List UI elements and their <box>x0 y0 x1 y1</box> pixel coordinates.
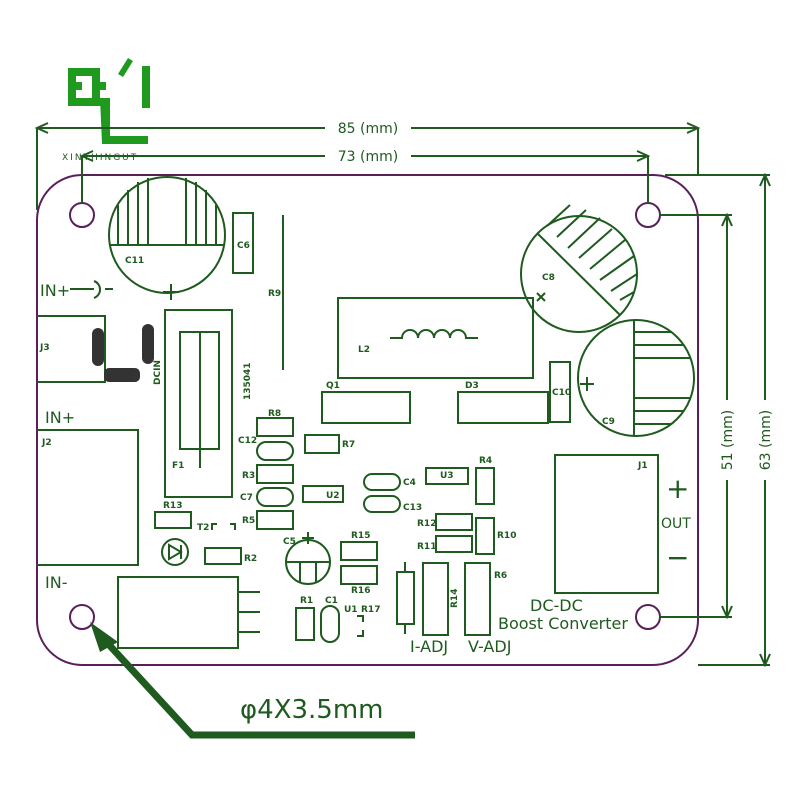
svg-text:F1: F1 <box>172 461 184 471</box>
svg-text:T2: T2 <box>197 523 209 533</box>
brand-logo <box>68 58 150 144</box>
fuse-f1: F1 DCIN 135041 <box>153 309 253 498</box>
hole-spec-label: φ4X3.5mm <box>240 695 384 725</box>
capacitor-c9: C9 <box>577 319 695 437</box>
svg-text:R10: R10 <box>497 531 516 541</box>
svg-text:C7: C7 <box>240 493 253 503</box>
logo-text: XINTHINGUT <box>62 153 138 163</box>
diode-d3: D3 <box>457 381 549 424</box>
resistor-r9: R9 <box>268 215 284 370</box>
pin-header <box>117 576 260 649</box>
label-out: OUT <box>661 516 691 532</box>
hole-callout-arrow <box>90 622 415 739</box>
capacitor-c6: C6 <box>232 212 254 274</box>
svg-text:C5: C5 <box>283 537 296 547</box>
connector-j1: J1 <box>554 454 659 594</box>
svg-text:J1: J1 <box>637 461 648 471</box>
svg-text:C8: C8 <box>542 273 555 283</box>
svg-text:R1: R1 <box>300 596 313 606</box>
label-in-plus-top: IN+ <box>40 281 70 300</box>
svg-text:J3: J3 <box>39 343 50 353</box>
inductor-l2: L2 <box>337 297 534 379</box>
dimension-hole-spacing-y: 51 (mm) <box>720 410 736 470</box>
transistor-q1: Q1 <box>321 381 411 424</box>
svg-text:R5: R5 <box>242 516 255 526</box>
dimension-width-total: 85 (mm) <box>338 121 398 137</box>
mounting-hole <box>635 604 661 630</box>
svg-text:U3: U3 <box>440 471 454 481</box>
svg-text:R2: R2 <box>244 554 257 564</box>
svg-text:R8: R8 <box>268 409 281 419</box>
svg-text:C1: C1 <box>325 596 338 606</box>
svg-text:C11: C11 <box>125 256 144 266</box>
capacitor-c10: C10 <box>549 361 571 423</box>
mounting-hole <box>69 604 95 630</box>
svg-text:C13: C13 <box>403 503 422 513</box>
dimension-hole-spacing-x: 73 (mm) <box>338 149 398 165</box>
board-outline <box>36 174 699 666</box>
svg-text:U2: U2 <box>326 491 340 501</box>
label-out-plus: + <box>666 472 689 505</box>
connector-j3: J3 <box>37 315 154 383</box>
label-i-adj: I-ADJ <box>410 637 448 656</box>
svg-text:R9: R9 <box>268 289 281 299</box>
svg-text:R4: R4 <box>479 456 492 466</box>
svg-text:R11: R11 <box>417 542 436 552</box>
label-out-minus: − <box>666 541 689 574</box>
svg-text:R13: R13 <box>163 501 182 511</box>
dimension-lines <box>34 122 771 668</box>
small-components: R8 C12 R7 R3 C7 U2 R5 R13 T2 R2 C5 R15 R… <box>154 409 516 643</box>
svg-text:R16: R16 <box>351 586 370 596</box>
svg-text:D3: D3 <box>465 381 479 391</box>
connector-j2: J2 <box>37 429 139 566</box>
svg-text:135041: 135041 <box>243 362 253 400</box>
label-in-minus: IN- <box>45 573 67 592</box>
svg-text:R12: R12 <box>417 519 436 529</box>
title-line2: Boost Converter <box>498 614 628 633</box>
svg-text:R14: R14 <box>450 589 460 608</box>
svg-text:L2: L2 <box>358 345 370 355</box>
svg-text:R6: R6 <box>494 571 507 581</box>
svg-text:R3: R3 <box>242 471 255 481</box>
svg-text:Q1: Q1 <box>326 381 340 391</box>
svg-text:J2: J2 <box>41 438 52 448</box>
svg-text:C6: C6 <box>237 241 250 251</box>
svg-text:R17: R17 <box>361 605 380 615</box>
mounting-hole <box>635 202 661 228</box>
svg-text:C10: C10 <box>552 388 571 398</box>
capacitor-c11: C11 <box>108 176 226 300</box>
svg-text:DCIN: DCIN <box>153 360 163 385</box>
dimension-height-total: 63 (mm) <box>758 410 774 470</box>
capacitor-c8: C8 <box>520 204 638 333</box>
title-line1: DC-DC <box>530 596 583 615</box>
label-v-adj: V-ADJ <box>468 637 511 656</box>
svg-text:R7: R7 <box>342 440 355 450</box>
label-in-plus: IN+ <box>45 408 75 427</box>
mounting-hole <box>69 202 95 228</box>
svg-text:C9: C9 <box>602 417 615 427</box>
svg-text:R15: R15 <box>351 531 370 541</box>
svg-text:C12: C12 <box>238 436 257 446</box>
svg-text:U1: U1 <box>344 605 358 615</box>
svg-text:C4: C4 <box>403 478 416 488</box>
